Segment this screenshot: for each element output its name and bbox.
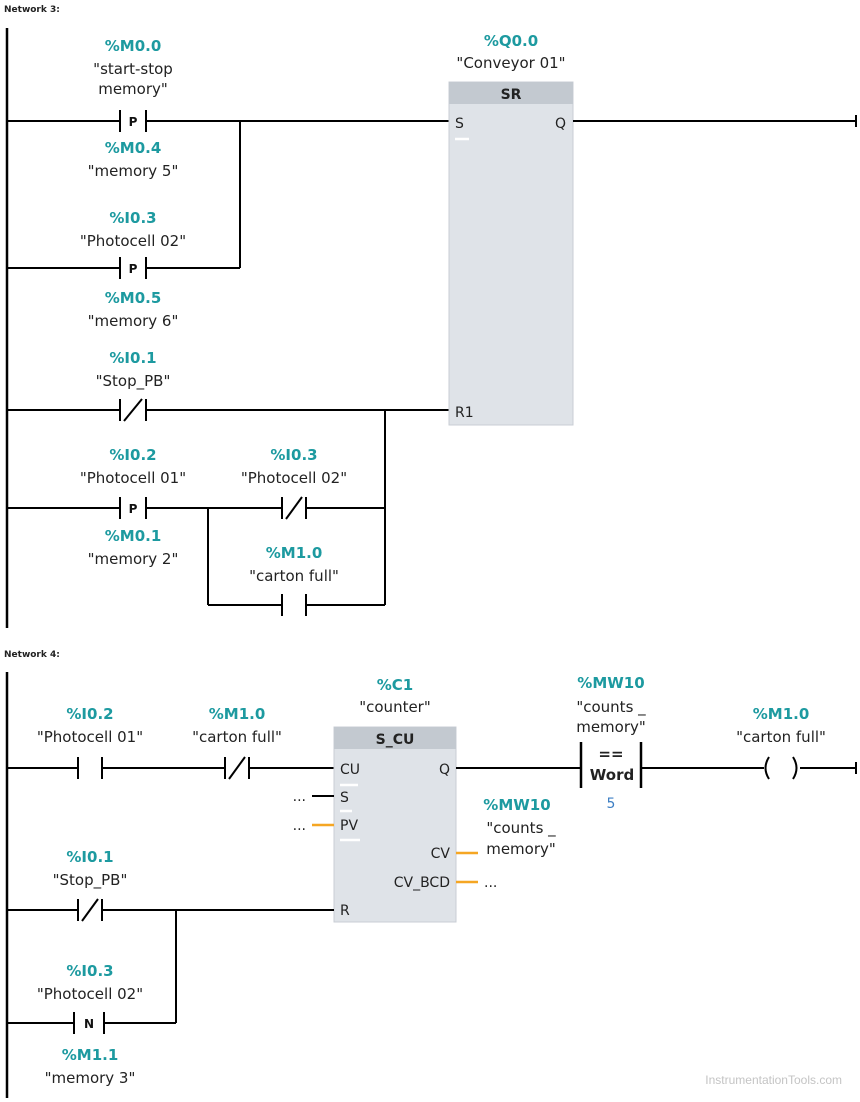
contact-photocell-02-n[interactable]: N xyxy=(73,1012,105,1034)
contact-photocell-01-no[interactable] xyxy=(77,757,103,779)
contact-carton-full-no[interactable] xyxy=(281,594,307,616)
coil-carton-full[interactable] xyxy=(764,756,798,780)
edge-memory-address: %M0.5 xyxy=(105,289,162,307)
operand-symbol: "Stop_PB" xyxy=(53,871,128,890)
operand-address: %M1.0 xyxy=(266,544,323,562)
sr-block[interactable]: SR S Q R1 xyxy=(448,81,574,426)
counter-pin-cv-bcd: CV_BCD xyxy=(394,875,450,891)
compare-symbol: "counts _ xyxy=(576,698,646,717)
operand-symbol: "Photocell 01" xyxy=(37,728,143,746)
cv-output-symbol: "counts _ xyxy=(486,819,556,838)
compare-type: Word xyxy=(590,766,634,784)
counter-pin-s: S xyxy=(340,790,349,806)
network-3-title: Network 3: xyxy=(4,5,60,15)
edge-memory-symbol: "memory 5" xyxy=(88,162,179,180)
operand-symbol: "Photocell 02" xyxy=(37,985,143,1003)
contact-photocell-02-nc[interactable] xyxy=(281,496,307,520)
edge-p-label: P xyxy=(129,262,138,276)
cv-bcd-value: ... xyxy=(484,875,497,891)
contact-carton-full-nc[interactable] xyxy=(224,756,250,780)
counter-pin-cu: CU xyxy=(340,762,360,778)
operand-address: %M1.0 xyxy=(209,705,266,723)
counter-block[interactable]: S_CU CU S PV R Q CV CV_BCD xyxy=(333,726,457,923)
contact-stop-pb-nc[interactable] xyxy=(119,398,147,422)
coil-symbol: "carton full" xyxy=(736,728,826,746)
sr-pin-r1: R1 xyxy=(455,405,474,421)
edge-memory-address: %M0.1 xyxy=(105,527,162,545)
sr-symbol: "Conveyor 01" xyxy=(456,54,565,72)
operand-address: %I0.2 xyxy=(109,446,156,464)
coil-address: %M1.0 xyxy=(753,705,810,723)
cv-output-address: %MW10 xyxy=(483,796,550,814)
operand-address: %I0.1 xyxy=(66,848,113,866)
network-4: Network 4: %I0.2 "Photocell 01" %M1.0 "c… xyxy=(4,650,857,1098)
sr-block-header xyxy=(449,82,573,104)
compare-operator: == xyxy=(598,745,623,763)
edge-p-label: P xyxy=(129,115,138,129)
counter-pv-value: ... xyxy=(293,818,306,834)
counter-block-body xyxy=(333,726,457,923)
operand-symbol: memory" xyxy=(98,80,168,98)
counter-pin-q: Q xyxy=(439,762,450,778)
operand-address: %I0.3 xyxy=(66,962,113,980)
sr-block-body xyxy=(448,81,574,426)
sr-address: %Q0.0 xyxy=(484,32,538,50)
operand-address: %I0.3 xyxy=(109,209,156,227)
network-4-title: Network 4: xyxy=(4,650,60,660)
compare-address: %MW10 xyxy=(577,674,644,692)
counter-address: %C1 xyxy=(377,676,413,694)
operand-symbol: "start-stop xyxy=(93,60,173,78)
contact-stop-pb-nc[interactable] xyxy=(77,898,103,922)
compare-value: 5 xyxy=(607,796,616,812)
edge-memory-symbol: "memory 2" xyxy=(88,550,179,568)
operand-symbol: "carton full" xyxy=(249,567,339,585)
compare-contact[interactable]: == Word xyxy=(579,742,643,788)
counter-symbol: "counter" xyxy=(359,698,431,716)
edge-memory-symbol: "memory 6" xyxy=(88,312,179,330)
counter-block-header xyxy=(334,727,456,749)
sr-block-title: SR xyxy=(501,87,522,103)
edge-n-label: N xyxy=(84,1017,94,1031)
edge-memory-address: %M1.1 xyxy=(62,1046,119,1064)
network-3: Network 3: P %M0.0 "start-stop memory" %… xyxy=(4,5,857,628)
operand-address: %I0.1 xyxy=(109,349,156,367)
edge-p-label: P xyxy=(129,502,138,516)
contact-start-stop-memory[interactable]: P xyxy=(119,110,147,132)
sr-pin-q: Q xyxy=(555,116,566,132)
operand-symbol: "Photocell 02" xyxy=(241,469,347,487)
contact-photocell-01-p[interactable]: P xyxy=(119,497,147,519)
contact-photocell-02-p[interactable]: P xyxy=(119,257,147,279)
operand-address: %M0.0 xyxy=(105,37,162,55)
operand-symbol: "carton full" xyxy=(192,728,282,746)
counter-pin-cv: CV xyxy=(431,846,451,862)
counter-block-title: S_CU xyxy=(376,732,415,748)
watermark: InstrumentationTools.com xyxy=(705,1073,842,1087)
operand-symbol: "Stop_PB" xyxy=(96,372,171,391)
operand-address: %I0.2 xyxy=(66,705,113,723)
edge-memory-address: %M0.4 xyxy=(105,139,162,157)
operand-symbol: "Photocell 02" xyxy=(80,232,186,250)
operand-symbol: "Photocell 01" xyxy=(80,469,186,487)
counter-pin-pv: PV xyxy=(340,818,358,834)
counter-s-value: ... xyxy=(293,789,306,805)
operand-address: %I0.3 xyxy=(270,446,317,464)
cv-output-symbol: memory" xyxy=(486,840,556,858)
sr-pin-s: S xyxy=(455,116,464,132)
counter-pin-r: R xyxy=(340,903,350,919)
compare-symbol: memory" xyxy=(576,718,646,736)
edge-memory-symbol: "memory 3" xyxy=(45,1069,136,1087)
